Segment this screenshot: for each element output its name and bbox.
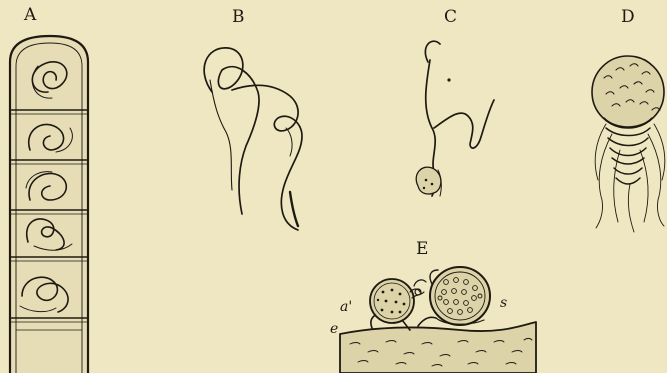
label-b: B	[232, 9, 245, 26]
label-a: A	[24, 7, 36, 24]
label-e-small: e	[330, 322, 338, 336]
figure-b-spermatozoids	[204, 48, 302, 230]
figure-d-ciliated-spermatozoid	[592, 56, 665, 232]
label-a-prime: a'	[340, 300, 352, 314]
label-s-small: s	[500, 296, 507, 310]
figure-e-fruiting-bodies	[340, 267, 536, 373]
antheridium	[370, 279, 426, 330]
label-e: E	[416, 241, 428, 258]
label-d: D	[621, 9, 635, 26]
sporangium	[418, 267, 490, 326]
figure-c-spermatozoid	[416, 41, 494, 196]
label-c: C	[444, 9, 457, 26]
figure-a-filament	[10, 36, 88, 373]
